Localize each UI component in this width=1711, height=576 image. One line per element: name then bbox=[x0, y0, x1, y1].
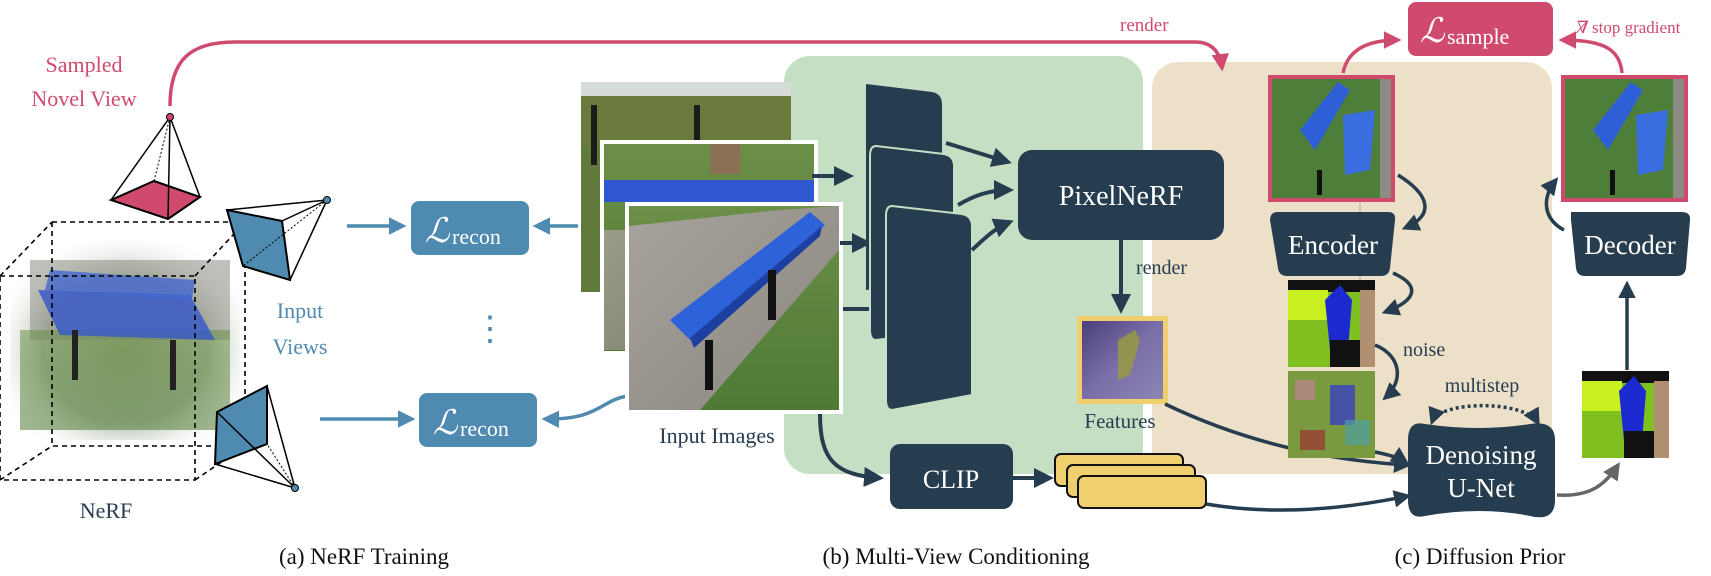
caption-nerf-training: (a) NeRF Training bbox=[279, 544, 449, 569]
noisy-latent-image bbox=[1288, 371, 1375, 458]
noise-arrow bbox=[1374, 343, 1402, 401]
encoder3-to-pixelnerf-arrow bbox=[970, 218, 1014, 252]
caption-diffusion-prior: (c) Diffusion Prior bbox=[1395, 544, 1566, 569]
loss-recon-box-1: ℒ recon bbox=[411, 201, 529, 255]
unet-label-line1: Denoising bbox=[1426, 440, 1537, 470]
loss-recon-symbol: ℒ bbox=[425, 213, 451, 250]
rendered-to-encoder-arrow bbox=[1397, 173, 1427, 231]
stop-gradient-label: stop gradient bbox=[1592, 18, 1681, 37]
encoder-to-latent-arrow bbox=[1381, 271, 1414, 316]
sampled-novel-view-label-2: Novel View bbox=[31, 86, 136, 111]
decoded-view-image bbox=[1561, 75, 1688, 202]
image-encoder-stack bbox=[866, 84, 973, 412]
sampled-camera-icon bbox=[108, 113, 203, 221]
loss-sample-box: ℒ sample bbox=[1408, 2, 1553, 56]
input-images-label: Input Images bbox=[659, 423, 774, 448]
loss-recon-box-2: ℒ recon bbox=[419, 393, 537, 447]
decoder-to-image-arrow bbox=[1540, 177, 1565, 232]
features-image bbox=[1077, 316, 1168, 404]
denoising-unet-box: Denoising U-Net bbox=[1408, 423, 1555, 518]
input-views-label: Input bbox=[277, 298, 323, 323]
decoder-label: Decoder bbox=[1584, 230, 1675, 260]
sampled-novel-view-label: Sampled bbox=[46, 52, 123, 77]
stop-gradient-symbol: ∇̸ bbox=[1575, 18, 1589, 37]
multistep-label: multistep bbox=[1445, 375, 1519, 397]
loss-recon-symbol: ℒ bbox=[433, 405, 459, 442]
pixelnerf-label: PixelNeRF bbox=[1059, 181, 1183, 212]
noisy-latent-to-unet-arrow bbox=[1374, 446, 1409, 464]
encoder-label: Encoder bbox=[1288, 230, 1378, 260]
encoder1-to-pixelnerf-arrow bbox=[945, 141, 1012, 167]
nerf-volume bbox=[0, 221, 246, 481]
loss-sample-symbol: ℒ bbox=[1420, 13, 1446, 50]
noise-label: noise bbox=[1403, 339, 1445, 361]
input-camera-icon-2 bbox=[213, 384, 299, 492]
caption-multi-view-conditioning: (b) Multi-View Conditioning bbox=[823, 544, 1090, 569]
decoded-to-loss-arrow bbox=[1558, 31, 1624, 74]
vae-decoder-box: Decoder bbox=[1571, 212, 1691, 276]
clip-embeddings-stack bbox=[1054, 453, 1207, 509]
image-to-recon-arrow-2 bbox=[541, 394, 629, 428]
clip-label: CLIP bbox=[923, 465, 979, 494]
image-to-clip-arrow bbox=[818, 413, 884, 487]
more-views-ellipsis: ⋮ bbox=[473, 311, 507, 348]
rendered-view-image bbox=[1268, 75, 1395, 202]
input-camera-icon-1 bbox=[225, 196, 331, 282]
pixelnerf-box: PixelNeRF bbox=[1018, 150, 1224, 240]
vae-encoder-box: Encoder bbox=[1270, 212, 1396, 276]
nerf-label: NeRF bbox=[80, 498, 133, 523]
encoder2-to-pixelnerf-arrow bbox=[956, 180, 1014, 207]
loss-recon-subscript: recon bbox=[452, 224, 501, 249]
input-image-3 bbox=[625, 202, 843, 414]
unet-to-latent-arrow bbox=[1556, 462, 1620, 497]
top-render-label: render bbox=[1120, 15, 1169, 36]
pixelnerf-render-label: render bbox=[1136, 257, 1187, 279]
render-novel-view-arrow bbox=[168, 40, 1229, 107]
clean-latent-image bbox=[1288, 280, 1375, 367]
rendered-to-loss-arrow bbox=[1341, 31, 1402, 74]
input-views-label-2: Views bbox=[273, 334, 328, 359]
loss-sample-subscript: sample bbox=[1447, 24, 1509, 49]
features-to-unet-arrow bbox=[1164, 402, 1412, 473]
features-label: Features bbox=[1084, 409, 1155, 433]
unet-label-line2: U-Net bbox=[1447, 473, 1515, 503]
loss-recon-subscript: recon bbox=[460, 416, 509, 441]
denoised-latent-image bbox=[1582, 371, 1669, 458]
clip-box: CLIP bbox=[890, 444, 1013, 509]
embeddings-to-unet-arrow bbox=[1205, 490, 1412, 512]
